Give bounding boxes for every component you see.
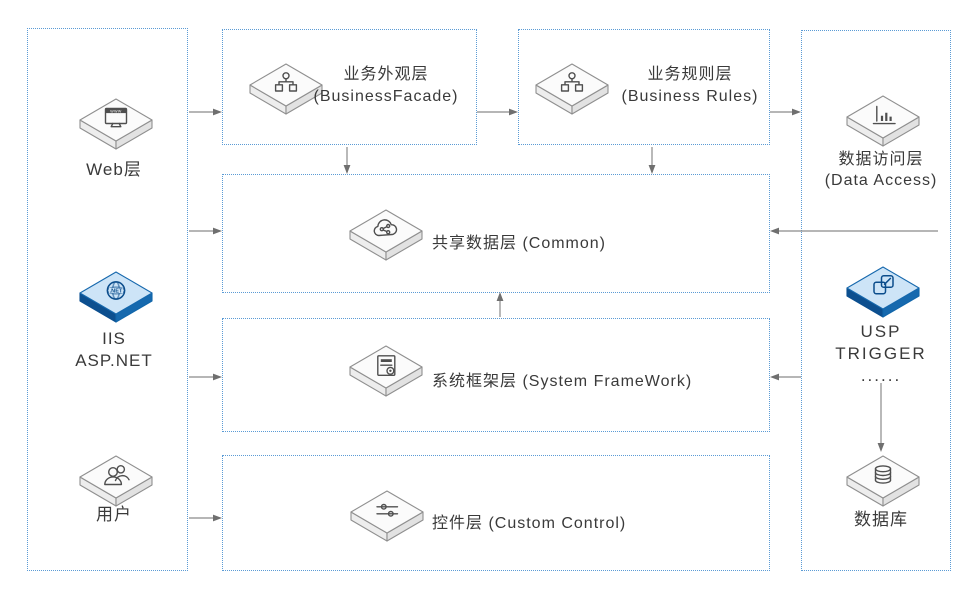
- arrow-rules-to-right: [770, 108, 801, 116]
- common-layer-box: [222, 174, 770, 293]
- arrow-left-to-framework: [189, 373, 222, 381]
- framework-layer-title: 系统框架层 (System FrameWork): [432, 373, 693, 390]
- facade-title-en: (BusinessFacade): [313, 88, 459, 105]
- svg-text:.NET: .NET: [110, 288, 123, 294]
- database-label: 数据库: [854, 510, 908, 529]
- right-column-group: [801, 30, 951, 571]
- facade-layer-title: 业务外观层 (BusinessFacade): [296, 64, 476, 108]
- bar-chart-icon: [846, 95, 920, 147]
- arrow-facade-to-rules: [477, 108, 518, 116]
- user-icon: [79, 455, 153, 507]
- rules-layer-box: [518, 29, 770, 145]
- framework-layer-box: [222, 318, 770, 432]
- browser-monitor-icon: WWW: [79, 98, 153, 150]
- arrow-left-to-control: [189, 514, 222, 522]
- arrow-rules-to-common: [648, 147, 656, 174]
- usp-trigger-label: USP TRIGGER ......: [811, 321, 951, 387]
- arrow-facade-to-common: [343, 147, 351, 174]
- data-access-label-en: (Data Access): [824, 172, 938, 189]
- sitemap-icon: [535, 63, 609, 115]
- usp-label-line1: USP: [860, 322, 902, 341]
- left-column-group: [27, 28, 188, 571]
- arrow-web-to-facade: [189, 108, 222, 116]
- script-icon: [846, 266, 920, 318]
- rules-title-en: (Business Rules): [621, 88, 759, 105]
- arrow-framework-to-common: [496, 292, 504, 317]
- arrow-left-to-common: [189, 227, 222, 235]
- user-label: 用户: [96, 505, 132, 524]
- cloud-share-icon: [349, 209, 423, 261]
- iis-aspnet-label: IIS ASP.NET: [44, 328, 184, 372]
- rules-layer-title: 业务规则层 (Business Rules): [600, 64, 780, 108]
- data-access-label-cn: 数据访问层: [838, 151, 924, 168]
- usp-label-line2: TRIGGER: [835, 344, 927, 363]
- dotnet-globe-icon: .NET: [79, 271, 153, 323]
- facade-layer-box: [222, 29, 477, 145]
- control-layer-title: 控件层 (Custom Control): [432, 515, 627, 532]
- report-icon: [349, 345, 423, 397]
- iis-label-line1: IIS: [102, 329, 126, 348]
- database-icon: [846, 455, 920, 507]
- web-layer-label: Web层: [86, 160, 142, 179]
- iis-label-line2: ASP.NET: [75, 351, 153, 370]
- control-layer-box: [222, 455, 770, 571]
- arrow-right-to-framework: [770, 373, 801, 381]
- sitemap-icon: [249, 63, 323, 115]
- rules-title-cn: 业务规则层: [647, 66, 733, 83]
- data-access-label: 数据访问层 (Data Access): [791, 149, 971, 191]
- facade-title-cn: 业务外观层: [343, 66, 429, 83]
- sliders-icon: [350, 490, 424, 542]
- usp-label-line3: ......: [860, 366, 902, 385]
- svg-text:WWW: WWW: [110, 109, 122, 113]
- common-layer-title: 共享数据层 (Common): [432, 235, 607, 252]
